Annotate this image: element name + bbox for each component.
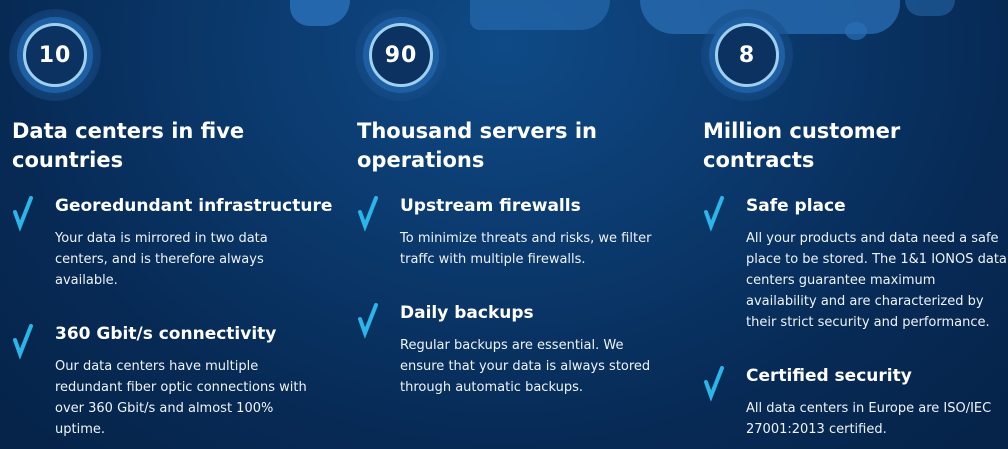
column-heading: Data centers in five countries [12,119,245,172]
feature-title: Certified security [746,366,912,386]
checkmark-icon [358,303,378,339]
feature-description: To minimize threats and risks, we filter… [400,231,652,267]
stat-badge: 90 [355,9,447,101]
feature-description: All data centers in Europe are ISO/IEC 2… [746,401,992,437]
world-map-background [290,0,350,26]
checkmark-icon [358,196,378,232]
feature-description: Our data centers have multiple redundant… [55,359,307,437]
feature-title: Georedundant infrastructure [55,196,333,216]
feature-description: Your data is mirrored in two data center… [55,231,268,288]
stat-value: 10 [23,23,87,87]
checkmark-icon [13,196,33,232]
feature-title: 360 Gbit/s connectivity [55,324,277,344]
stat-badge: 8 [701,9,793,101]
checkmark-icon [704,366,724,402]
feature-title: Daily backups [400,303,534,323]
checkmark-icon [13,324,33,360]
world-map-background-4 [845,22,867,40]
feature-title: Upstream firewalls [400,196,581,216]
column-heading: Thousand servers in operations [357,119,597,172]
stat-value: 8 [715,23,779,87]
stat-value: 90 [369,23,433,87]
feature-description: All your products and data need a safe p… [746,231,1007,330]
checkmark-icon [704,196,724,232]
column-heading: Million customer contracts [703,119,901,172]
stat-badge: 10 [9,9,101,101]
world-map-background-2 [470,0,610,30]
world-map-background-5 [905,0,955,16]
feature-title: Safe place [746,196,846,216]
feature-description: Regular backups are essential. We ensure… [400,338,651,395]
